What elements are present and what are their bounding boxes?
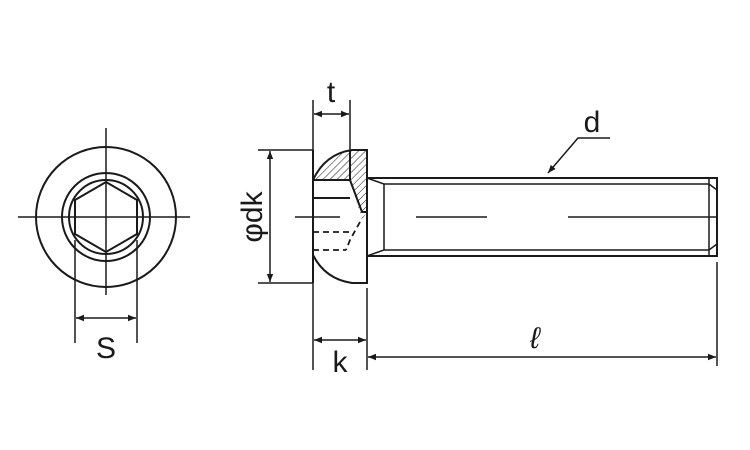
dk-label: φdk — [236, 190, 269, 242]
hidden-socket-cone — [345, 221, 361, 251]
end-view: S — [18, 128, 190, 365]
head-outline — [312, 149, 368, 284]
socket-cone-line — [349, 179, 367, 213]
d-leader-arrow — [547, 137, 610, 174]
k-label: k — [333, 346, 349, 379]
section-hatch — [313, 150, 367, 220]
side-view: t φdk k ℓ d — [236, 76, 718, 379]
t-label: t — [327, 76, 336, 109]
d-label: d — [584, 106, 601, 139]
l-label: ℓ — [529, 322, 541, 355]
s-label: S — [96, 332, 116, 365]
thread-chamfer-left — [366, 177, 385, 257]
